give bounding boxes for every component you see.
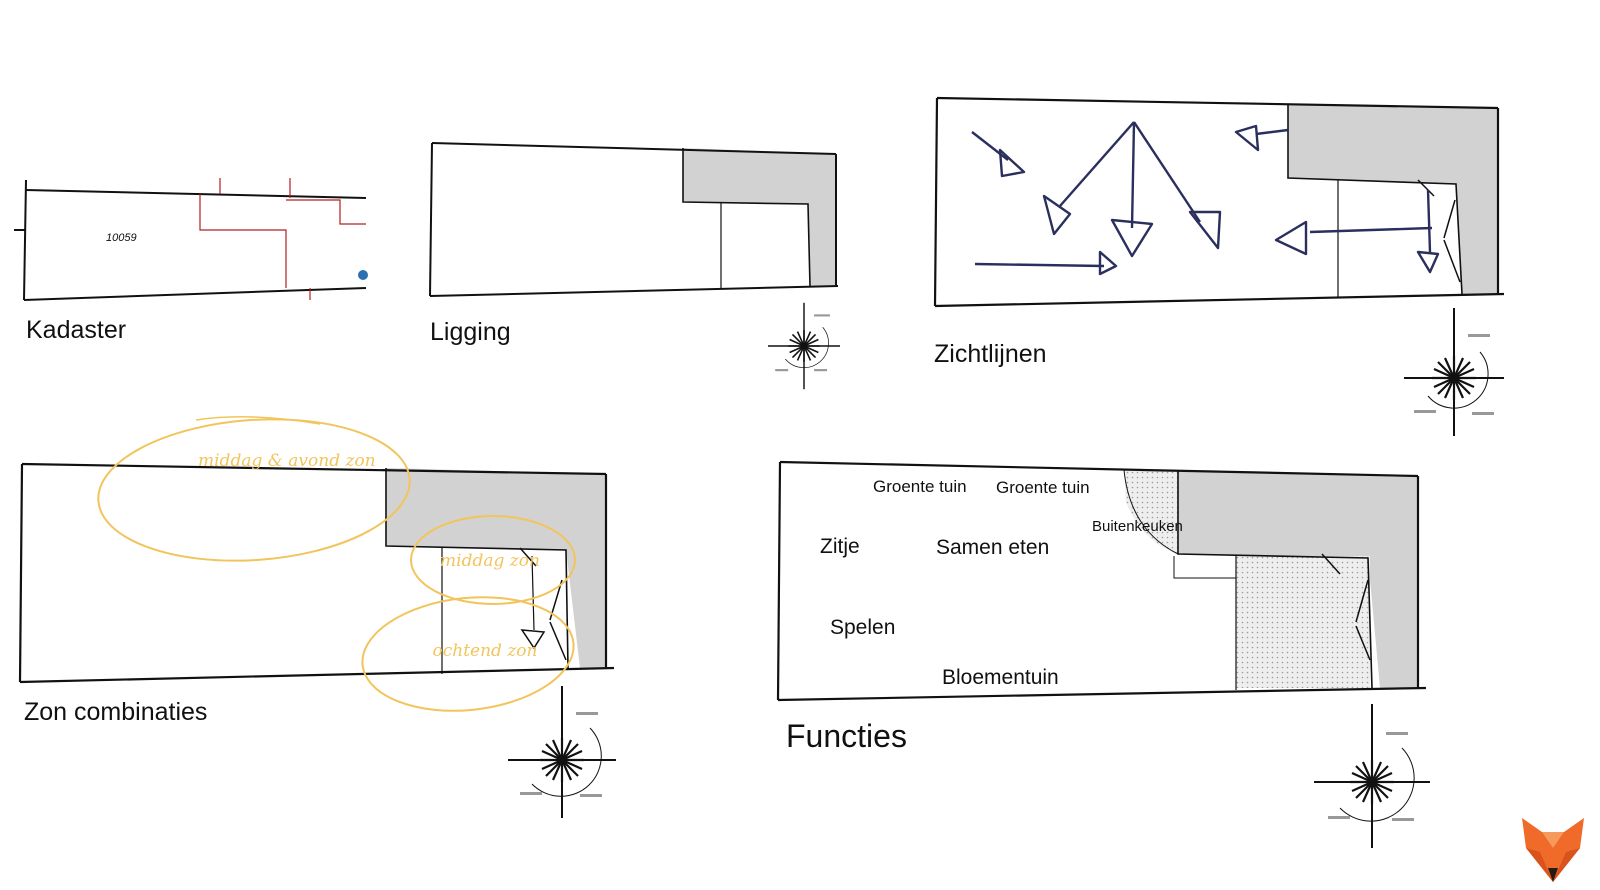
ligging-label: Ligging: [430, 318, 511, 346]
zichtlijnen-label: Zichtlijnen: [934, 340, 1047, 368]
terrace-area: [1236, 556, 1370, 688]
sun-annotation-circles: [97, 416, 576, 712]
building: [1178, 470, 1418, 688]
functies-label: Functies: [786, 718, 907, 754]
parcel-marker-icon: [358, 270, 368, 280]
building: [386, 468, 606, 668]
zone-zitje: Zitje: [820, 535, 860, 558]
sightline-arrows: [971, 121, 1440, 276]
sun-annotation-midday: middag zon: [440, 551, 540, 571]
zone-spelen: Spelen: [830, 616, 896, 639]
kitchen-area: [1124, 470, 1178, 554]
zon-combinaties-label: Zon combinaties: [24, 698, 208, 726]
zone-bloementuin: Bloementuin: [942, 666, 1059, 689]
zone-samen-eten: Samen eten: [936, 536, 1050, 559]
parcel-number: 10059: [106, 232, 137, 244]
sun-annotation-morning: ochtend zon: [432, 641, 538, 661]
zone-groente-tuin-2: Groente tuin: [996, 478, 1090, 497]
zone-buitenkeuken: Buitenkeuken: [1092, 518, 1183, 535]
zone-groente-tuin-1: Groente tuin: [873, 477, 967, 496]
building: [683, 148, 836, 286]
cadastral-boundaries: [199, 178, 366, 300]
fox-logo-icon: [1522, 818, 1584, 882]
kadaster-label: Kadaster: [26, 316, 127, 344]
building: [1288, 104, 1498, 294]
